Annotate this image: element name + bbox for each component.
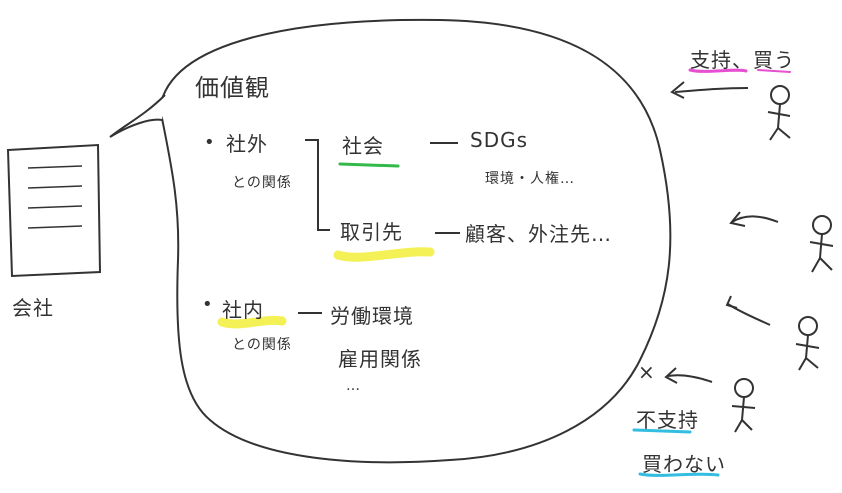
external-bracket	[305, 139, 330, 231]
stick-figure-4	[731, 378, 756, 433]
speech-bubble-outline	[158, 18, 672, 464]
branch-society-label: 社会	[342, 134, 384, 158]
branch-partner-label: 取引先	[340, 220, 403, 244]
highlight-nonsupport-2	[638, 472, 720, 477]
arrow-1	[670, 81, 749, 99]
nonsupport-label-2: 買わない	[642, 452, 726, 476]
nonsupport-label-1: 不支持	[636, 408, 699, 432]
internal-detail-2: 雇用関係	[338, 347, 422, 371]
bubble-title: 価値観	[195, 74, 270, 102]
support-label: 支持、買う	[690, 48, 795, 72]
arrow-2	[729, 211, 779, 227]
internal-sublabel: との関係	[232, 337, 292, 353]
external-sublabel: との関係	[232, 175, 292, 191]
highlight-internal	[217, 315, 287, 329]
bullet-external: •	[204, 132, 215, 153]
external-label: 社外	[226, 132, 268, 156]
highlight-society	[338, 162, 400, 168]
stick-figure-1	[767, 85, 791, 141]
internal-label: 社内	[222, 298, 264, 322]
arrow-4	[664, 367, 713, 384]
branch-partner-detail-1: 顧客、外注先…	[465, 222, 612, 246]
bullet-internal: •	[202, 294, 213, 315]
branch-society-detail-2: 環境・人権…	[485, 171, 575, 187]
company-label: 会社	[12, 296, 54, 320]
reject-cross: ×	[638, 360, 656, 384]
highlight-support	[688, 68, 748, 73]
highlight-partner	[333, 247, 435, 262]
stick-figure-3	[795, 316, 820, 371]
speech-bubble-tail	[109, 94, 166, 138]
branch-society-detail-1: SDGs	[470, 128, 529, 152]
arrow-3	[725, 295, 771, 326]
stick-figure-2	[809, 215, 834, 273]
document-icon	[6, 143, 102, 278]
internal-detail-1: 労働環境	[330, 304, 414, 328]
highlight-support-2	[757, 69, 791, 73]
internal-ellipsis: …	[346, 378, 361, 394]
highlight-nonsupport	[632, 428, 692, 434]
